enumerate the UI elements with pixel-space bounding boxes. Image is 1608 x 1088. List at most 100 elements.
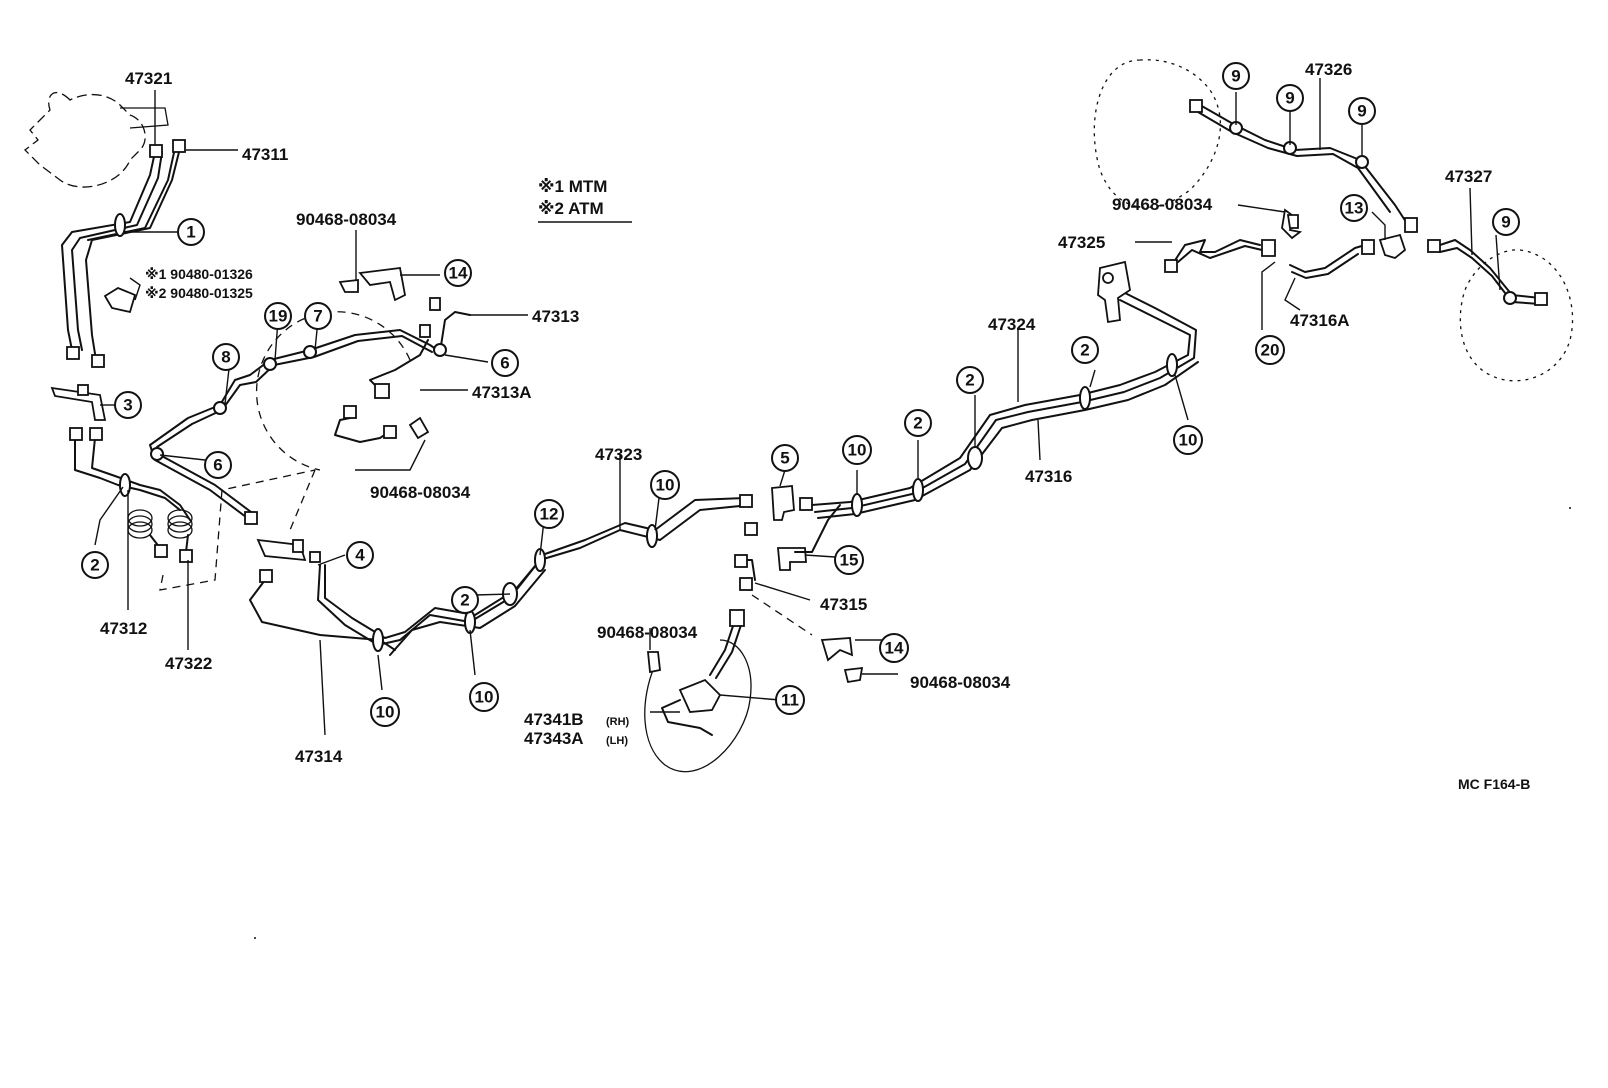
detail-circle-rear-left (1093, 59, 1222, 209)
label-90468-mid: 90468-08034 (370, 483, 471, 502)
label-47324: 47324 (988, 315, 1036, 334)
callout-15: 15 (834, 545, 864, 575)
svg-text:7: 7 (313, 307, 322, 326)
callout-9-b: 9 (1276, 84, 1304, 112)
scan-dot (1569, 507, 1571, 509)
label-47322: 47322 (165, 654, 212, 673)
line-47327 (1439, 239, 1541, 299)
label-47316A: 47316A (1290, 311, 1350, 330)
union-part-13 (1378, 233, 1407, 259)
svg-text:10: 10 (1179, 431, 1198, 450)
svg-text:14: 14 (449, 264, 468, 283)
label-47341B: 47341B (524, 710, 584, 729)
svg-text:2: 2 (965, 371, 974, 390)
master-cylinder-bracket (120, 107, 169, 129)
label-47312: 47312 (100, 619, 147, 638)
svg-text:14: 14 (885, 639, 904, 658)
svg-text:1: 1 (186, 223, 195, 242)
callout-14-upper: 14 (444, 259, 472, 287)
front-lines-upper (61, 151, 156, 351)
svg-text:10: 10 (848, 441, 867, 460)
svg-text:9: 9 (1501, 213, 1510, 232)
block-part-15 (777, 547, 807, 571)
svg-text:9: 9 (1231, 67, 1240, 86)
svg-text:3: 3 (123, 396, 132, 415)
label-47325: 47325 (1058, 233, 1105, 252)
callout-2-d: 2 (956, 366, 984, 394)
proportioning-valve (1097, 260, 1131, 324)
label-47315: 47315 (820, 595, 867, 614)
label-47341B-side: (RH) (606, 716, 630, 728)
detail-circle-hose-11 (644, 639, 752, 773)
svg-text:6: 6 (213, 456, 222, 475)
label-47313: 47313 (532, 307, 579, 326)
callout-10-d: 10 (842, 435, 872, 465)
svg-text:9: 9 (1357, 102, 1366, 121)
callout-circles: 1 3 2 14 19 7 8 6 6 4 10 10 2 12 10 5 15… (81, 62, 1520, 727)
detail-circle-rear-right (1459, 249, 1574, 382)
label-47327: 47327 (1445, 167, 1492, 186)
detail-circle-47313A (255, 311, 411, 471)
label-90468-upper: 90468-08034 (296, 210, 397, 229)
label-47313A: 47313A (472, 383, 532, 402)
label-90480-01326: ※1 90480-01326 (145, 266, 253, 282)
svg-text:5: 5 (780, 449, 789, 468)
svg-text:19: 19 (269, 307, 288, 326)
callout-10-a: 10 (370, 697, 400, 727)
label-47343A-side: (LH) (606, 735, 628, 747)
svg-text:2: 2 (1080, 341, 1089, 360)
figure-code: MC F164-B (1458, 776, 1530, 792)
callout-2-e: 2 (1071, 336, 1099, 364)
label-47314: 47314 (295, 747, 343, 766)
line-47325 (1171, 239, 1261, 266)
svg-text:10: 10 (656, 476, 675, 495)
callout-14-lower: 14 (879, 633, 909, 663)
callout-8: 8 (212, 343, 240, 371)
svg-text:11: 11 (781, 691, 799, 710)
bracket-part-14-lower (820, 637, 854, 662)
callout-12: 12 (534, 499, 564, 529)
callout-6-upper: 6 (491, 349, 519, 377)
svg-text:10: 10 (475, 688, 494, 707)
bracket-part-14-upper (358, 267, 407, 302)
label-90468-rear: 90468-08034 (1112, 195, 1213, 214)
callout-20: 20 (1255, 335, 1285, 365)
callout-13: 13 (1340, 194, 1368, 222)
svg-text:6: 6 (500, 354, 509, 373)
block-part-5 (771, 485, 795, 521)
svg-text:2: 2 (460, 591, 469, 610)
callout-2-b: 2 (451, 586, 479, 614)
svg-text:13: 13 (1345, 199, 1364, 218)
legend-atm: ※2 ATM (538, 199, 604, 218)
label-47316: 47316 (1025, 467, 1072, 486)
svg-text:9: 9 (1285, 89, 1294, 108)
leader-lines (94, 78, 1501, 736)
callout-10-e: 10 (1173, 425, 1203, 455)
callout-9-a: 9 (1222, 62, 1250, 90)
label-47343A: 47343A (524, 729, 584, 748)
legend: ※1 MTM ※2 ATM (538, 177, 632, 223)
drawing-linework (24, 59, 1574, 773)
callout-5: 5 (771, 444, 799, 472)
svg-text:20: 20 (1261, 341, 1280, 360)
label-90468-lower-left: 90468-08034 (597, 623, 698, 642)
svg-text:2: 2 (913, 414, 922, 433)
brake-booster-outline (24, 91, 146, 188)
callout-9-d: 9 (1492, 208, 1520, 236)
label-90468-lower-right: 90468-08034 (910, 673, 1011, 692)
svg-text:2: 2 (90, 556, 99, 575)
label-47311: 47311 (242, 145, 288, 164)
svg-text:4: 4 (355, 546, 365, 565)
scan-dot (254, 937, 256, 939)
callout-10-c: 10 (650, 470, 680, 500)
label-47321: 47321 (125, 69, 172, 88)
callout-2-left: 2 (81, 551, 109, 579)
label-90480-01325: ※2 90480-01325 (145, 285, 253, 301)
callout-6-lower: 6 (204, 451, 232, 479)
callout-7: 7 (304, 302, 332, 330)
label-47326: 47326 (1305, 60, 1352, 79)
callout-4: 4 (346, 541, 374, 569)
callout-10-b: 10 (469, 682, 499, 712)
svg-text:12: 12 (540, 505, 559, 524)
